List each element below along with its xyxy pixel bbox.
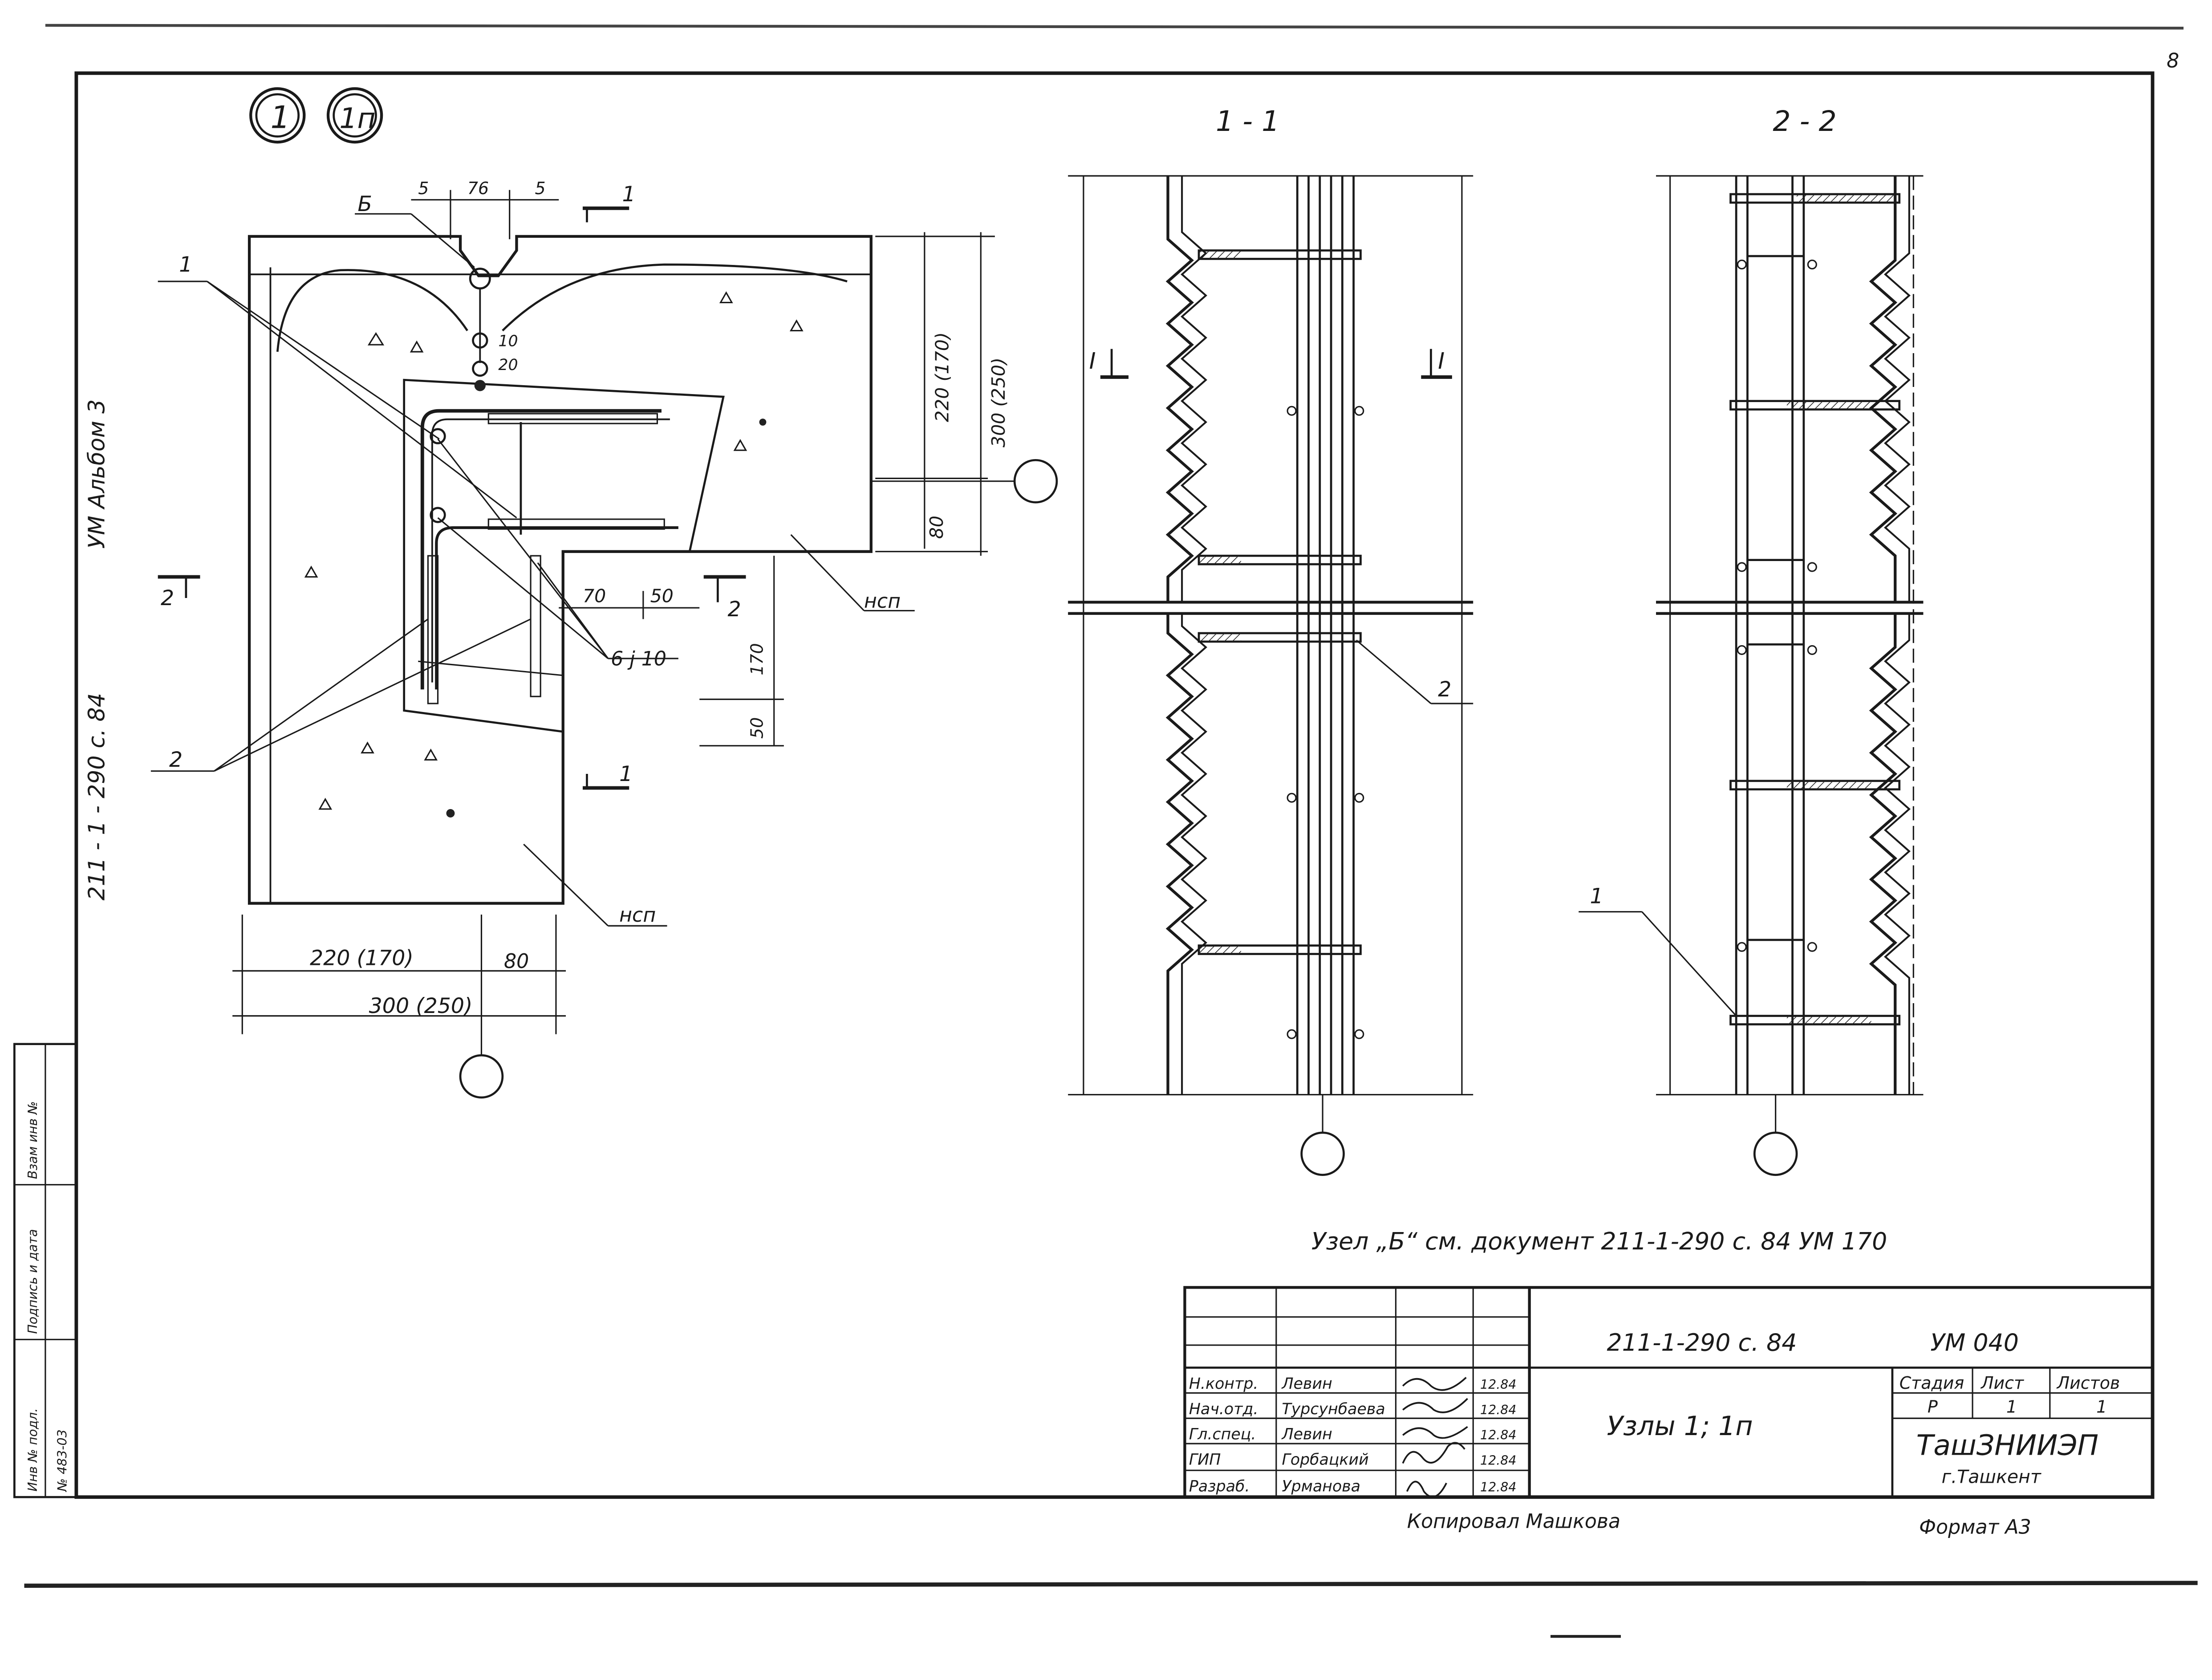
leader-item-2: 2 — [169, 748, 183, 772]
format-label: Формат А3 — [1919, 1516, 2031, 1538]
name-3: Горбацкий — [1282, 1451, 1368, 1469]
name-4: Урманова — [1282, 1478, 1360, 1496]
top-scan-edge — [45, 24, 2184, 30]
stamp-vzam-inv: Взам инв № — [25, 1101, 40, 1179]
dim-height-b: 300 (250) — [988, 358, 1009, 447]
copied-by: Копировал Машкова — [1407, 1510, 1620, 1533]
node-note: Узел „Б“ см. документ 211-1-290 с. 84 УМ… — [1311, 1227, 1887, 1255]
city: г.Ташкент — [1942, 1466, 2042, 1488]
plan-view — [248, 235, 873, 905]
dim-width-b: 80 — [504, 950, 529, 973]
name-0: Левин — [1281, 1375, 1332, 1393]
node-label-1p: 1п — [339, 102, 376, 135]
callout-node-b: Б — [357, 192, 372, 216]
plan-leaders: 1 2 6 ј 10 нсп нсп — [150, 252, 915, 927]
sheets-value: 1 — [2096, 1397, 2107, 1417]
node-label-1: 1 — [270, 100, 290, 136]
drawing-frame — [74, 71, 2155, 1499]
section-title-1-1: 1 - 1 — [1216, 105, 1279, 138]
doc-code: 211-1-290 с. 84 — [1607, 1329, 1797, 1357]
date-3: 12.84 — [1480, 1453, 1516, 1468]
section-marker-1-bottom: 1 — [619, 762, 633, 786]
role-3: ГИП — [1189, 1451, 1221, 1469]
marker-I-left: I — [1089, 348, 1096, 374]
margin-album: УМ Альбом 3 — [84, 399, 110, 549]
dim-70: 70 — [583, 585, 606, 606]
dim-top-gap-c: 5 — [535, 179, 546, 198]
section-marker-2-left: 2 — [161, 586, 174, 610]
name-2: Левин — [1281, 1426, 1332, 1444]
dim-top-gap-b: 76 — [467, 179, 489, 198]
dim-width-c: 300 (250) — [369, 994, 473, 1018]
stage-value: Р — [1928, 1397, 1938, 1417]
dim-50b: 50 — [747, 717, 767, 739]
role-2: Гл.спец. — [1189, 1426, 1256, 1444]
axis-bubble-s1 — [1300, 1131, 1345, 1176]
name-1: Турсунбаева — [1282, 1400, 1385, 1418]
sheet-number: 8 — [2167, 50, 2179, 73]
date-0: 12.84 — [1480, 1377, 1516, 1392]
drawing-title: Узлы 1; 1п — [1607, 1411, 1753, 1442]
plan-dimensions: 5 76 5 Б 10 20 220 (170) 300 (250) 80 70… — [232, 179, 1058, 1099]
stamp-number: № 483-03 — [55, 1429, 69, 1492]
section-marker-1-top: 1 — [622, 182, 635, 207]
dim-small-20: 20 — [498, 356, 518, 374]
section-title-2-2: 2 - 2 — [1773, 105, 1836, 138]
role-4: Разраб. — [1189, 1478, 1250, 1496]
dim-top-gap-a: 5 — [418, 179, 429, 198]
axis-bubble-s2 — [1753, 1131, 1798, 1176]
section-markers: 1 1 2 2 — [158, 182, 746, 790]
bottom-scan-edge — [24, 1581, 2198, 1588]
margin-doc-code: 211 - 1 - 290 с. 84 — [84, 693, 110, 900]
axis-bubble-bottom — [459, 1054, 504, 1099]
marker-I-right: I — [1438, 348, 1445, 374]
section-1-1: 1 - 1 I — [1068, 105, 1473, 1176]
role-0: Н.контр. — [1189, 1375, 1258, 1393]
dim-height-c: 80 — [926, 516, 947, 539]
dim-50: 50 — [650, 585, 674, 606]
leader-item-1-s2: 1 — [1590, 884, 1603, 909]
signatures — [1402, 1377, 1468, 1498]
sheet-header: Лист — [1980, 1373, 2024, 1393]
leader-item-1: 1 — [179, 252, 192, 277]
leader-item-2-s1: 2 — [1438, 677, 1451, 702]
section-2-2: 2 - 2 1 — [1579, 105, 1924, 1176]
leader-nsp-bottom: нсп — [619, 904, 656, 927]
date-4: 12.84 — [1480, 1480, 1516, 1495]
dim-height-a: 220 (170) — [932, 332, 953, 422]
dim-width-a: 220 (170) — [310, 946, 414, 971]
sheet-code: УМ 040 — [1930, 1329, 2019, 1357]
leader-nsp-top: нсп — [864, 590, 901, 613]
section-marker-2-right: 2 — [727, 597, 741, 622]
sheet-value: 1 — [2006, 1397, 2017, 1417]
left-stamp: Инв № подл. Подпись и дата Взам инв № № … — [13, 1043, 77, 1498]
stamp-inv-podl: Инв № подл. — [25, 1408, 40, 1492]
axis-bubble-right — [1013, 459, 1058, 504]
stage-header: Стадия — [1899, 1373, 1964, 1393]
title-block: 211-1-290 с. 84 УМ 040 Узлы 1; 1п Стадия… — [1183, 1286, 2154, 1499]
date-2: 12.84 — [1480, 1428, 1516, 1443]
dim-170: 170 — [747, 643, 767, 675]
stamp-signature-date: Подпись и дата — [25, 1229, 40, 1334]
concrete-section — [248, 235, 873, 905]
date-1: 12.84 — [1480, 1403, 1516, 1417]
organization: ТашЗНИИЭП — [1916, 1428, 2098, 1461]
dim-small-10: 10 — [498, 332, 518, 350]
sheets-header: Листов — [2056, 1373, 2120, 1393]
node-labels: 1 1п — [249, 87, 383, 144]
role-1: Нач.отд. — [1189, 1400, 1258, 1418]
